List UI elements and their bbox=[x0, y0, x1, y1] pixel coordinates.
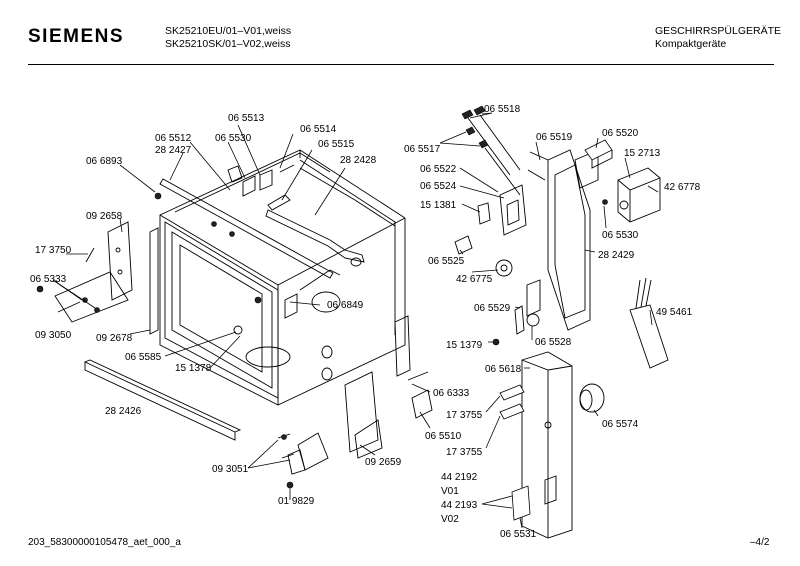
part-label: 06 5524 bbox=[420, 181, 457, 192]
trim-strip-282426 bbox=[84, 359, 242, 441]
part-label: 28 2429 bbox=[598, 250, 635, 261]
door-frame-part bbox=[149, 178, 334, 335]
document-id: 203_58300000105478_aet_000_a bbox=[28, 537, 181, 548]
part-label: 17 3750 bbox=[35, 245, 72, 256]
part-label: 06 5528 bbox=[535, 337, 572, 348]
part-label: 15 1379 bbox=[446, 340, 483, 351]
part-label: 06 5519 bbox=[536, 132, 573, 143]
part-label: 06 5513 bbox=[228, 113, 265, 124]
part-label: 09 3051 bbox=[212, 464, 249, 475]
part-label: 17 3755 bbox=[446, 410, 483, 421]
part-label: 06 6333 bbox=[433, 388, 470, 399]
part-label: 17 3755 bbox=[446, 447, 483, 458]
screws bbox=[36, 192, 608, 489]
page-number: –4/2 bbox=[750, 537, 770, 548]
control-panel-frame bbox=[547, 149, 599, 331]
part-label: 06 5574 bbox=[602, 419, 639, 430]
part-label: 15 2713 bbox=[624, 148, 661, 159]
part-label: 09 2658 bbox=[86, 211, 123, 222]
part-label: 06 5514 bbox=[300, 124, 337, 135]
part-label: 42 6775 bbox=[456, 274, 493, 285]
part-label: V01 bbox=[441, 486, 459, 497]
part-label: 15 1378 bbox=[175, 363, 212, 374]
switch-part-065520 bbox=[584, 139, 613, 169]
part-label: 06 5530 bbox=[602, 230, 639, 241]
part-label: 09 2659 bbox=[365, 457, 402, 468]
switch-slider bbox=[499, 184, 527, 236]
model-list: SK25210EU/01–V01,weiss SK25210SK/01–V02,… bbox=[165, 25, 291, 51]
part-label: 28 2428 bbox=[340, 155, 377, 166]
page-header: SIEMENS SK25210EU/01–V01,weiss SK25210SK… bbox=[0, 0, 800, 66]
part-label: 06 5531 bbox=[500, 529, 537, 540]
part-label: 44 2192 bbox=[441, 472, 478, 483]
part-label: 06 5515 bbox=[318, 139, 355, 150]
small-parts-right bbox=[407, 202, 541, 419]
part-label: 06 5510 bbox=[425, 431, 462, 442]
part-label: 09 2678 bbox=[96, 333, 133, 344]
part-label: 42 6778 bbox=[664, 182, 701, 193]
part-label: 01 9829 bbox=[278, 496, 315, 507]
part-label: 06 5529 bbox=[474, 303, 511, 314]
part-label: 28 2426 bbox=[105, 406, 142, 417]
category-block: GESCHIRRSPÜLGERÄTE Kompaktgeräte bbox=[655, 25, 781, 51]
part-label: 06 5585 bbox=[125, 352, 162, 363]
control-knob bbox=[579, 383, 605, 413]
part-label: 49 5461 bbox=[656, 307, 693, 318]
category-line-2: Kompaktgeräte bbox=[655, 38, 727, 50]
part-label: 06 5518 bbox=[484, 104, 521, 115]
tub-housing bbox=[159, 149, 406, 406]
part-label: 06 5520 bbox=[602, 128, 639, 139]
part-label: V02 bbox=[441, 514, 459, 525]
latch-parts bbox=[227, 164, 295, 335]
wire-harness-495461 bbox=[629, 277, 669, 369]
part-label: 06 6849 bbox=[327, 300, 364, 311]
part-label: 09 3050 bbox=[35, 330, 72, 341]
part-label: 06 5517 bbox=[404, 144, 441, 155]
label-plate-065531 bbox=[511, 485, 531, 521]
part-label: 44 2193 bbox=[441, 500, 478, 511]
header-rule bbox=[28, 64, 774, 65]
part-label: 06 5333 bbox=[30, 274, 67, 285]
part-label: 06 5530 bbox=[215, 133, 252, 144]
brand-logo: SIEMENS bbox=[28, 26, 125, 47]
part-label: 06 5525 bbox=[428, 256, 465, 267]
part-label: 15 1381 bbox=[420, 200, 457, 211]
category-line-1: GESCHIRRSPÜLGERÄTE bbox=[655, 25, 782, 37]
part-label: 06 5522 bbox=[420, 164, 457, 175]
buttons-173755 bbox=[499, 384, 525, 420]
part-label: 06 5512 bbox=[155, 133, 192, 144]
model-line-1: SK25210EU/01–V01,weiss bbox=[165, 25, 292, 37]
strut-282428 bbox=[265, 209, 365, 263]
hinge-rods bbox=[461, 105, 549, 196]
part-label: 06 6893 bbox=[86, 156, 123, 167]
bracket-092659 bbox=[344, 315, 411, 459]
model-line-2: SK25210SK/01–V02,weiss bbox=[165, 38, 291, 50]
leader-lines bbox=[52, 112, 659, 529]
part-label: 28 2427 bbox=[155, 145, 192, 156]
timer-motor bbox=[617, 167, 661, 223]
part-labels: 06 5513 06 5512 06 5530 06 5514 28 2427 … bbox=[30, 104, 701, 540]
part-label: 06 5618 bbox=[485, 364, 522, 375]
